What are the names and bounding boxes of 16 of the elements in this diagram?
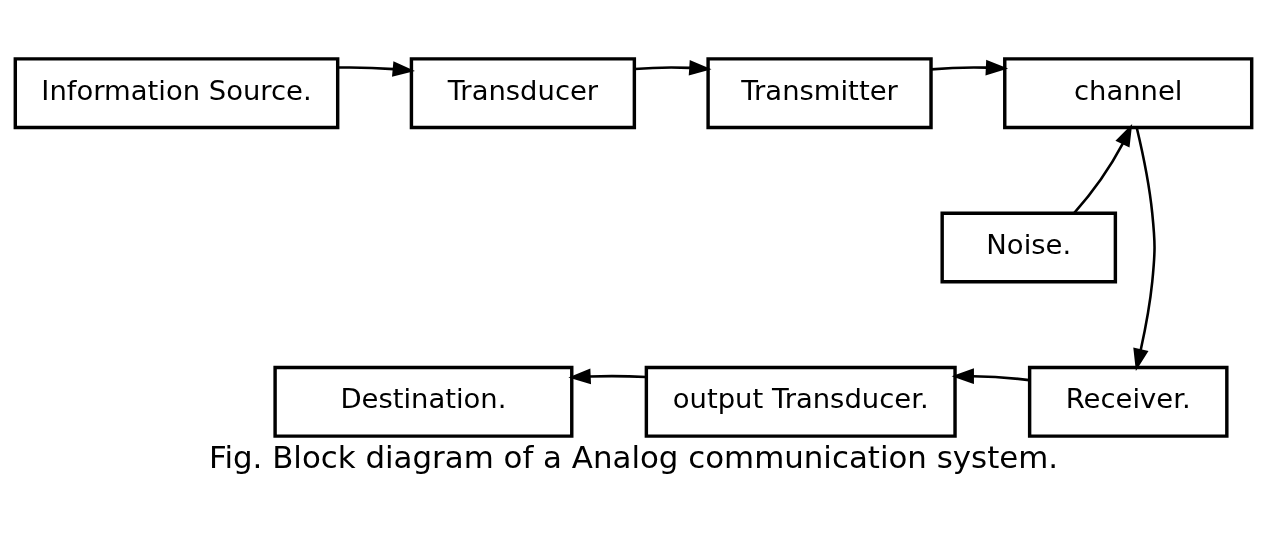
arrow [568,368,647,384]
node-box: Transmitter [706,56,933,129]
arrow [338,60,415,77]
node-box: channel [1003,56,1254,129]
arrow [930,59,1009,75]
node-box: Transducer [409,56,637,129]
node-box: Noise. [940,211,1118,283]
node-box: Information Source. [13,56,340,129]
arrow [1133,126,1156,371]
node-box: Destination. [273,365,574,438]
caption: Fig. Block diagram of a Analog communication system. [208,438,1059,475]
node-box: output Transducer. [644,365,957,438]
arrow [1073,123,1133,214]
node-box: Receiver. [1027,365,1229,438]
arrow [634,59,712,76]
arrow [951,367,1030,384]
